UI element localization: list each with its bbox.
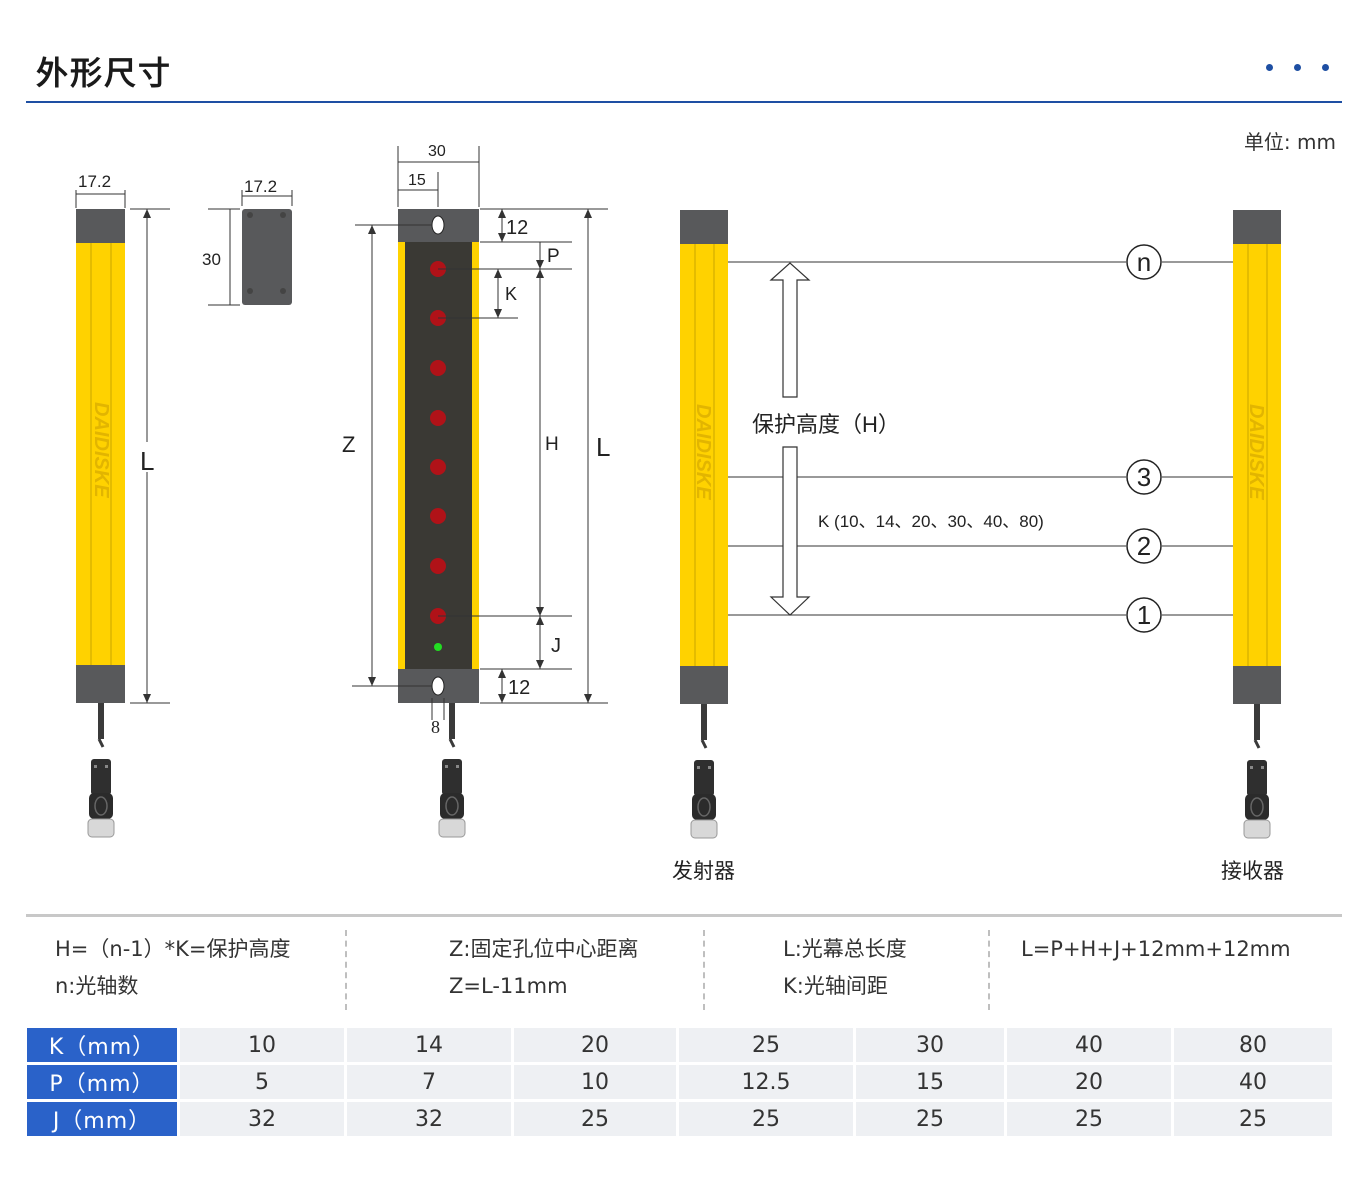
table-cell: 20 (1007, 1065, 1171, 1099)
unit-label: 单位: mm (1243, 130, 1336, 154)
side-length-label: L (140, 446, 154, 476)
end-view: 17.2 30 (200, 177, 293, 306)
front-half-width-label: 15 (408, 172, 426, 189)
top-offset-label: 12 (506, 217, 528, 239)
table-cell: 32 (180, 1102, 344, 1136)
side-connector-icon (86, 701, 116, 839)
table-cell: 25 (679, 1102, 853, 1136)
table-row: J（mm） 32 32 25 25 25 25 25 (27, 1102, 1332, 1136)
table-cell: 25 (514, 1102, 676, 1136)
side-top-cap (76, 209, 125, 243)
front-view: 30 15 Z 12 P K H J 12 (342, 143, 616, 839)
receiver-connector-icon (1242, 702, 1272, 840)
status-led-green (434, 643, 442, 651)
spec-table: K（mm） 10 14 20 25 30 40 80 P（mm） 5 7 10 … (24, 1025, 1335, 1139)
h-label: H (545, 434, 559, 455)
end-height-label: 30 (202, 250, 221, 269)
beam-label-3: 3 (1137, 462, 1151, 492)
table-cell: 15 (856, 1065, 1004, 1099)
side-bottom-cap (76, 665, 125, 703)
z-label: Z (342, 432, 355, 457)
table-cell: 12.5 (679, 1065, 853, 1099)
table-cell: 80 (1174, 1028, 1332, 1062)
section-divider (26, 914, 1342, 917)
formula-z-definition: Z:固定孔位中心距离 (449, 937, 639, 961)
end-cap-body (242, 209, 292, 305)
row-header: K（mm） (27, 1028, 177, 1062)
more-dots-icon[interactable] (1260, 58, 1340, 78)
emitter-label: 发射器 (672, 859, 735, 883)
formula-z-equation: Z=L-11mm (449, 974, 568, 998)
table-cell: 25 (856, 1102, 1004, 1136)
front-connector-icon (437, 701, 467, 839)
protection-height-arrow (769, 262, 811, 616)
p-label: P (547, 246, 560, 267)
formula-separator (703, 930, 705, 1010)
formula-separator (988, 930, 990, 1010)
formula-h-definition: H=（n-1）*K=保护高度 (55, 937, 291, 961)
beam-label-2: 2 (1137, 531, 1151, 561)
hole-size-label: 8 (431, 717, 440, 737)
receiver-bar: DAIDISKE (1233, 210, 1281, 840)
page-title: 外形尺寸 (36, 54, 173, 92)
receiver-label: 接收器 (1221, 859, 1284, 883)
formula-l-definition: L:光幕总长度 (783, 937, 907, 961)
table-row: K（mm） 10 14 20 25 30 40 80 (27, 1028, 1332, 1062)
side-yellow-body (76, 243, 125, 665)
table-cell: 10 (180, 1028, 344, 1062)
led-column (430, 261, 446, 651)
formula-col-1: H=（n-1）*K=保护高度 n:光轴数 (55, 931, 291, 1005)
bottom-mount-hole (431, 676, 445, 696)
table-cell: 40 (1174, 1065, 1332, 1099)
side-brand-text: DAIDISKE (90, 402, 112, 498)
dimension-drawing: DAIDISKE 17.2 L 17.2 30 (75, 143, 1281, 840)
protection-height-label: 保护高度（H） (752, 412, 900, 437)
side-view: DAIDISKE 17.2 L (75, 172, 170, 839)
formula-n-definition: n:光轴数 (55, 974, 139, 998)
beam-label-1: 1 (1137, 600, 1151, 630)
table-cell: 20 (514, 1028, 676, 1062)
header-divider (26, 101, 1342, 103)
formula-col-2: Z:固定孔位中心距离 Z=L-11mm (449, 931, 638, 1005)
formula-col-4: L=P+H+J+12mm+12mm (1021, 931, 1291, 968)
beam-label-n: n (1137, 247, 1151, 277)
formula-separator (345, 930, 347, 1010)
l-label: L (596, 432, 610, 462)
row-header: J（mm） (27, 1102, 177, 1136)
receiver-brand-text: DAIDISKE (1245, 404, 1267, 500)
k-values-label: K (10、14、20、30、40、80) (818, 512, 1044, 531)
formula-k-definition: K:光轴间距 (783, 974, 888, 998)
table-cell: 32 (347, 1102, 511, 1136)
emitter-connector-icon (689, 702, 719, 840)
table-row: P（mm） 5 7 10 12.5 15 20 40 (27, 1065, 1332, 1099)
table-cell: 25 (1007, 1102, 1171, 1136)
table-cell: 10 (514, 1065, 676, 1099)
front-width-label: 30 (428, 143, 446, 160)
beam-lines: n 3 2 1 (728, 244, 1233, 633)
table-cell: 7 (347, 1065, 511, 1099)
side-width-label: 17.2 (78, 172, 111, 191)
table-cell: 30 (856, 1028, 1004, 1062)
front-dark-window (405, 242, 472, 669)
bottom-offset-label: 12 (508, 677, 530, 699)
row-header: P（mm） (27, 1065, 177, 1099)
table-cell: 25 (679, 1028, 853, 1062)
end-width-label: 17.2 (244, 177, 277, 196)
j-label: J (551, 635, 561, 657)
table-cell: 40 (1007, 1028, 1171, 1062)
table-cell: 14 (347, 1028, 511, 1062)
table-cell: 25 (1174, 1102, 1332, 1136)
emitter-brand-text: DAIDISKE (692, 404, 714, 500)
k-label: K (505, 284, 517, 304)
formula-l-equation: L=P+H+J+12mm+12mm (1021, 937, 1291, 961)
table-cell: 5 (180, 1065, 344, 1099)
top-mount-hole (431, 215, 445, 235)
emitter-bar: DAIDISKE (680, 210, 728, 840)
formula-col-3: L:光幕总长度 K:光轴间距 (783, 931, 907, 1005)
